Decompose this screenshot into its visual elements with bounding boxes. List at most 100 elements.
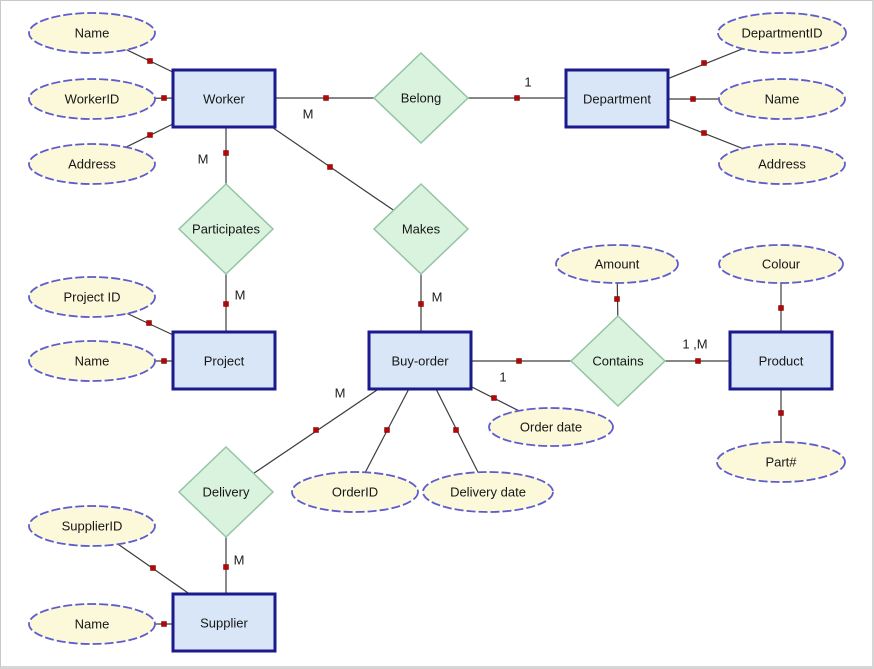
junction-dot [223,564,229,570]
attribute-project-id: Project ID [28,276,156,318]
junction-dot [161,358,167,364]
worker-name-label: Name [75,26,110,41]
relationship-contains: Contains [569,314,667,408]
department-name-ellipse [718,78,846,120]
project-box [171,330,277,391]
supplier-name-ellipse [28,603,156,645]
department-name-label: Name [765,92,800,107]
project-name-ellipse [28,340,156,382]
junction-dot [690,96,696,102]
makes-label: Makes [402,222,441,237]
order-date-label: Order date [520,420,582,435]
junction-dot [147,132,153,138]
cardinality-buyorder-delivery: M [335,386,346,401]
junction-dot [418,301,424,307]
attribute-department-address: Address [718,143,846,185]
attribute-order-id: OrderID [291,471,419,513]
project-id-label: Project ID [63,290,120,305]
order-date-ellipse [488,407,614,447]
junction-dot [778,410,784,416]
entity-product: Product [728,330,834,391]
worker-box [171,68,277,129]
attribute-department-id: DepartmentID [717,12,847,54]
junction-dot [514,95,520,101]
amount-label: Amount [595,257,640,272]
department-label: Department [583,92,651,107]
project-id-ellipse [28,276,156,318]
delivery-date-ellipse [422,471,554,513]
department-address-ellipse [718,143,846,185]
entity-worker: Worker [171,68,277,129]
entity-buy-order: Buy-order [367,330,473,391]
cardinality-worker-participates: M [198,152,209,167]
junction-dot [453,427,459,433]
cardinality-makes-buyorder: M [432,290,443,305]
supplier-name-label: Name [75,617,110,632]
attribute-project-name: Name [28,340,156,382]
junction-dot [161,95,167,101]
entity-department: Department [564,68,670,129]
department-address-label: Address [758,157,806,172]
part-number-label: Part# [765,455,797,470]
attribute-part-number: Part# [716,441,846,483]
contains-label: Contains [592,354,644,369]
order-id-label: OrderID [332,485,378,500]
supplier-box [171,592,277,653]
junction-dot [701,130,707,136]
makes-diamond [372,182,470,276]
junction-dot [695,358,701,364]
junction-dot [323,95,329,101]
worker-address-label: Address [68,157,116,172]
junction-dot [161,621,167,627]
participates-diamond [177,182,275,276]
supplier-label: Supplier [200,616,248,631]
department-box [564,68,670,129]
attribute-amount: Amount [555,244,679,284]
cardinality-belong-department: 1 [524,75,531,90]
junction-dot [516,358,522,364]
contains-diamond [569,314,667,408]
belong-diamond [372,51,470,145]
attribute-worker-id: WorkerID [28,78,156,120]
attribute-delivery-date: Delivery date [422,471,554,513]
junction-dot [147,58,153,64]
cardinality-contains-product: 1 ,M [682,337,707,352]
product-label: Product [759,354,804,369]
junction-dot [146,320,152,326]
product-box [728,330,834,391]
worker-id-ellipse [28,78,156,120]
junction-dots [146,58,784,627]
cardinality-buyorder-contains: 1 [499,370,506,385]
junction-dot [327,164,333,170]
entity-supplier: Supplier [171,592,277,653]
participates-label: Participates [192,222,260,237]
worker-address-ellipse [28,143,156,185]
worker-name-ellipse [28,12,156,54]
order-id-ellipse [291,471,419,513]
colour-ellipse [718,244,844,284]
attribute-worker-name: Name [28,12,156,54]
amount-ellipse [555,244,679,284]
cardinality-delivery-supplier: M [234,553,245,568]
junction-dot [701,60,707,66]
attribute-order-date: Order date [488,407,614,447]
relationship-belong: Belong [372,51,470,145]
junction-dot [223,301,229,307]
delivery-diamond [177,445,275,539]
project-name-label: Name [75,354,110,369]
buy-order-box [367,330,473,391]
attribute-supplier-id: SupplierID [28,505,156,547]
junction-dot [614,296,620,302]
attribute-colour: Colour [718,244,844,284]
part-number-ellipse [716,441,846,483]
relationship-delivery: Delivery [177,445,275,539]
supplier-id-ellipse [28,505,156,547]
department-id-label: DepartmentID [742,26,823,41]
cardinality-labels: M 1 M M M 1 1 ,M M M [198,75,708,568]
attribute-department-name: Name [718,78,846,120]
relationship-makes: Makes [372,182,470,276]
cardinality-participates-project: M [235,288,246,303]
junction-dot [150,565,156,571]
supplier-id-label: SupplierID [62,519,123,534]
